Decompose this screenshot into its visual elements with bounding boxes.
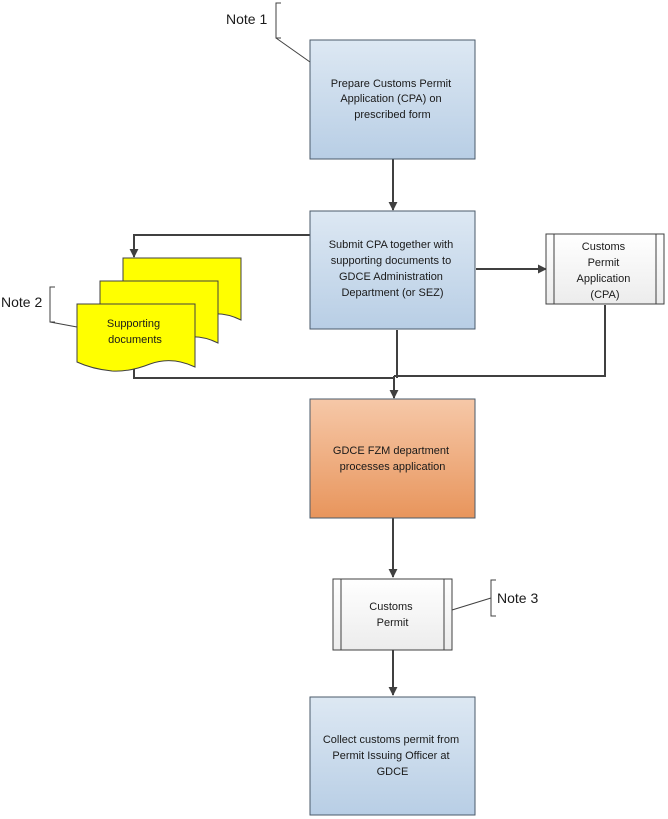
- customs-permit-line-2: Permit: [377, 617, 409, 629]
- supporting-docs-line-1: Supporting: [107, 318, 160, 330]
- collect-line-2: Permit Issuing Officer at: [332, 750, 449, 762]
- submit-line-1: Submit CPA together with: [329, 239, 454, 251]
- svg-text:GDCE FZM department proc: GDCE FZM department processes applicatio…: [333, 445, 452, 473]
- step-collect-permit: Collect customs permit from Permit Issui…: [309, 696, 476, 816]
- supporting-docs-line-2: documents: [108, 334, 162, 346]
- cpa-form-line-3: Application: [577, 273, 631, 285]
- cpa-form-document: Customs Permit Application (CPA): [545, 233, 665, 305]
- step-prepare-cpa: Prepare Customs Permit Application (CPA)…: [309, 39, 476, 160]
- cpa-form-line-2: Permit: [588, 257, 620, 269]
- svg-text:Customs Permit: Customs Permit: [369, 601, 415, 629]
- arrow-submit-to-supporting-docs: [129, 234, 310, 258]
- connectors: [129, 159, 606, 696]
- collect-line-1: Collect customs permit from: [323, 734, 459, 746]
- svg-text:Supporting documents: Supporting documents: [107, 318, 163, 346]
- prepare-line-3: prescribed form: [354, 109, 430, 121]
- customs-permit-line-1: Customs: [369, 601, 413, 613]
- process-line-1: GDCE FZM department: [333, 445, 449, 457]
- annotation-note-1: Note 1: [226, 2, 311, 63]
- process-line-2: processes application: [340, 461, 446, 473]
- connector-cpa-form-to-merge: [394, 305, 606, 377]
- cpa-form-line-1: Customs: [582, 241, 626, 253]
- prepare-line-1: Prepare Customs Permit: [331, 78, 451, 90]
- submit-line-2: supporting documents to: [331, 255, 451, 267]
- svg-text:Submit CPA together with: Submit CPA together with supporting docu…: [329, 239, 457, 299]
- svg-text:Collect customs permit from: Collect customs permit from Permit Issui…: [323, 734, 462, 778]
- supporting-documents: Supporting documents: [76, 257, 242, 372]
- collect-line-3: GDCE: [377, 766, 409, 778]
- step-process-application: GDCE FZM department processes applicatio…: [309, 398, 476, 519]
- cpa-form-line-4: (CPA): [590, 289, 619, 301]
- svg-text:Customs Permit App: Customs Permit Application (CPA): [577, 241, 634, 301]
- annotation-note-3: Note 3: [451, 579, 538, 617]
- customs-permit-document: Customs Permit: [332, 578, 453, 651]
- note-3-label: Note 3: [497, 590, 538, 606]
- connector-supporting-docs-to-merge: [133, 368, 394, 379]
- svg-text:Prepare Customs Permit A: Prepare Customs Permit Application (CPA)…: [331, 78, 455, 121]
- step-submit-cpa: Submit CPA together with supporting docu…: [309, 210, 476, 330]
- note-2-label: Note 2: [1, 294, 42, 310]
- submit-line-4: Department (or SEZ): [341, 287, 443, 299]
- note-1-label: Note 1: [226, 11, 267, 27]
- annotation-note-2: Note 2: [1, 286, 78, 328]
- submit-line-3: GDCE Administration: [339, 271, 443, 283]
- prepare-line-2: Application (CPA) on: [340, 93, 441, 105]
